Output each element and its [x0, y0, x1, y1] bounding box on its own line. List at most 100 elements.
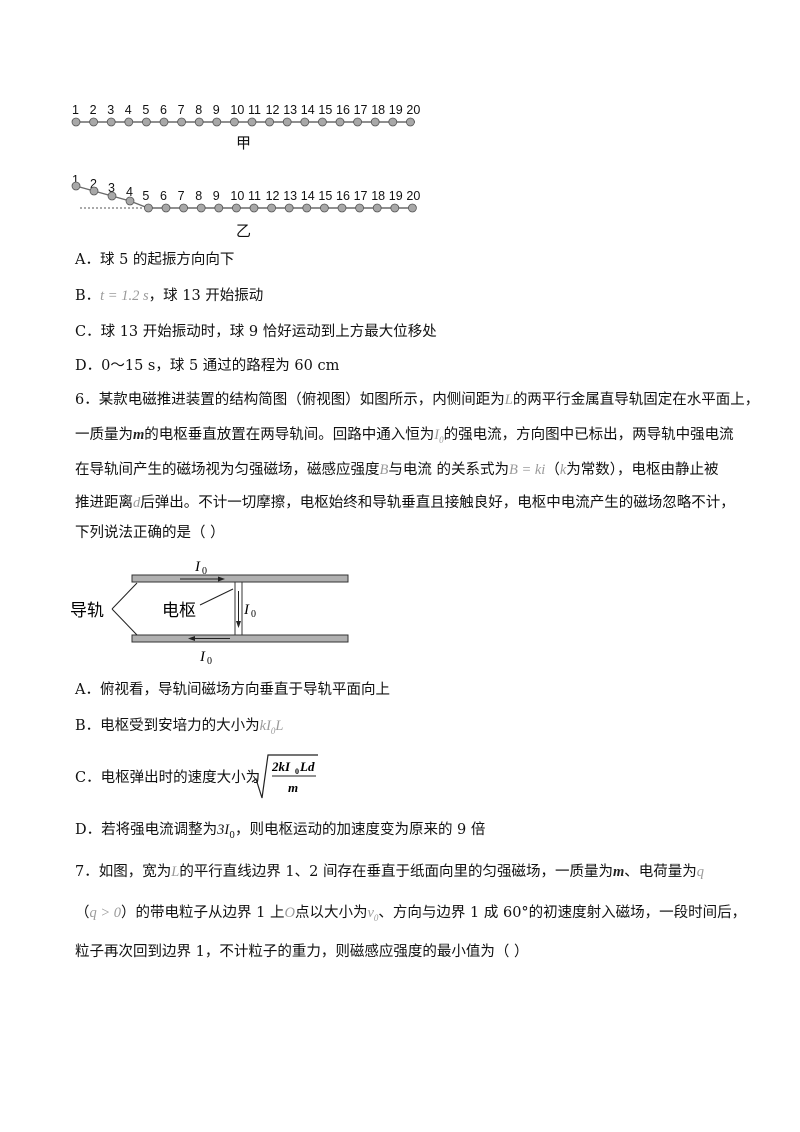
ball [107, 191, 117, 201]
ball [196, 203, 206, 213]
ball-number: 17 [353, 103, 368, 117]
ball [89, 186, 99, 196]
ball-number: 14 [300, 189, 315, 203]
ball-number: 1 [72, 173, 79, 187]
sqrt-numerator-rest: Ld [299, 759, 315, 774]
ball [335, 117, 345, 127]
ball [370, 117, 380, 127]
rail-diagram: 导轨 电枢 I 0 I 0 I 0 [70, 559, 349, 667]
ball-number: 16 [336, 103, 350, 117]
ball-number: 14 [300, 103, 315, 117]
yi-ball-chain [71, 181, 417, 213]
q5-option-c: C．球 13 开始振动时，球 9 恰好运动到上方最大位移处 [75, 324, 437, 340]
ball [194, 117, 204, 127]
current-sub-armature: 0 [251, 609, 256, 620]
ball [390, 203, 400, 213]
ball [319, 203, 329, 213]
ball [214, 203, 224, 213]
current-label-armature: I [243, 602, 250, 618]
ball-number: 10 [230, 103, 245, 117]
ball [337, 203, 347, 213]
ball [124, 117, 134, 127]
ball [71, 117, 81, 127]
q5-option-a: A．球 5 的起振方向向下 [75, 252, 235, 268]
ball-number: 18 [371, 189, 386, 203]
ball [144, 203, 153, 213]
current-sub-top: 0 [202, 566, 207, 577]
ball [405, 117, 415, 127]
ball-number: 12 [265, 103, 280, 117]
current-sub-bottom: 0 [207, 656, 212, 667]
ball [284, 203, 294, 213]
sqrt-denominator: m [288, 780, 298, 795]
ball-number: 1 [72, 103, 79, 117]
ball [159, 117, 169, 127]
ball-number: 15 [318, 103, 333, 117]
ball [89, 117, 99, 127]
ball [317, 117, 327, 127]
ball [407, 203, 417, 213]
ball [372, 203, 382, 213]
ball-number: 9 [212, 189, 220, 203]
armature-label: 电枢 [162, 601, 196, 620]
ball [71, 181, 81, 191]
current-label-bottom: I [199, 649, 206, 665]
lower-rail [131, 634, 349, 643]
sqrt-numerator-sub: 0 [295, 767, 299, 776]
ball [212, 117, 222, 127]
q6-stem-line2: 一质量为m的电枢垂直放置在两导轨间。回路中通入恒为I0的强电流，方向图中已标出，… [75, 427, 734, 445]
q5-option-b: B．t = 1.2 s，球 13 开始振动 [75, 288, 264, 304]
ball-number: 2 [90, 177, 97, 191]
ball [142, 117, 151, 127]
rail-label: 导轨 [70, 601, 104, 620]
sqrt-expression: 2kI 0 Ld m [251, 754, 318, 799]
ball-number: 6 [160, 189, 167, 203]
ball-number: 15 [318, 189, 333, 203]
ball-number: 2 [89, 103, 97, 117]
ball-number: 19 [388, 103, 403, 117]
ball-number: 13 [283, 103, 298, 117]
q7-stem-line2: （q > 0）的带电粒子从边界 1 上O点以大小为v0、方向与边界 1 成 60… [75, 905, 747, 923]
q6-option-b: B．电枢受到安培力的大小为kI0L [75, 718, 284, 736]
ball-number: 16 [336, 189, 350, 203]
q6-option-d: D．若将强电流调整为3I0，则电枢运动的加速度变为原来的 9 倍 [75, 822, 486, 841]
ball-number: 6 [160, 103, 167, 117]
q7-stem-line1: 7．如图，宽为L的平行直线边界 1、2 间存在垂直于纸面向里的匀强磁场，一质量为… [75, 864, 705, 880]
sqrt-numerator: 2kI [271, 759, 291, 774]
ball-number: 7 [177, 103, 185, 117]
q5-option-d: D．0～15 s，球 5 通过的路程为 60 cm [75, 358, 340, 374]
ball-number: 5 [142, 103, 150, 117]
ball [300, 117, 310, 127]
ball [249, 203, 259, 213]
ball-number: 7 [177, 189, 185, 203]
ball-number: 18 [371, 103, 386, 117]
ball-number: 10 [230, 189, 245, 203]
ball [179, 203, 188, 213]
jia-ball-chain [71, 117, 415, 127]
q7-stem-line3: 粒子再次回到边界 1，不计粒子的重力，则磁感应强度的最小值为（ ） [75, 944, 529, 960]
ball-number: 20 [406, 189, 421, 203]
ball [177, 117, 186, 127]
ball-number: 11 [248, 103, 261, 117]
ball-number: 8 [195, 189, 203, 203]
q6-option-a: A．俯视看，导轨间磁场方向垂直于导轨平面向上 [75, 682, 390, 698]
ball [125, 196, 135, 206]
ball-number: 13 [283, 189, 298, 203]
q6-stem-line1: 6．某款电磁推进装置的结构简图（俯视图）如图所示，内侧间距为L的两平行金属直导轨… [75, 392, 760, 408]
yi-caption: 乙 [236, 222, 252, 240]
ball [161, 203, 171, 213]
upper-rail [131, 574, 349, 583]
ball-number: 3 [108, 181, 115, 195]
jia-caption: 甲 [236, 134, 252, 152]
ball-number: 4 [124, 103, 132, 117]
q6-stem-line3: 在导轨间产生的磁场视为匀强磁场，磁感应强度B与电流 的关系式为B = ki（k为… [75, 462, 719, 478]
ball-number: 20 [406, 103, 421, 117]
ball [282, 117, 292, 127]
ball [353, 117, 363, 127]
ball [265, 117, 275, 127]
ball-number: 19 [388, 189, 403, 203]
ball-number: 12 [265, 189, 280, 203]
ball [302, 203, 312, 213]
ball-number: 5 [142, 189, 150, 203]
q6-stem-line4: 推进距离d后弹出。不计一切摩擦，电枢始终和导轨垂直且接触良好，电枢中电流产生的磁… [75, 495, 735, 511]
